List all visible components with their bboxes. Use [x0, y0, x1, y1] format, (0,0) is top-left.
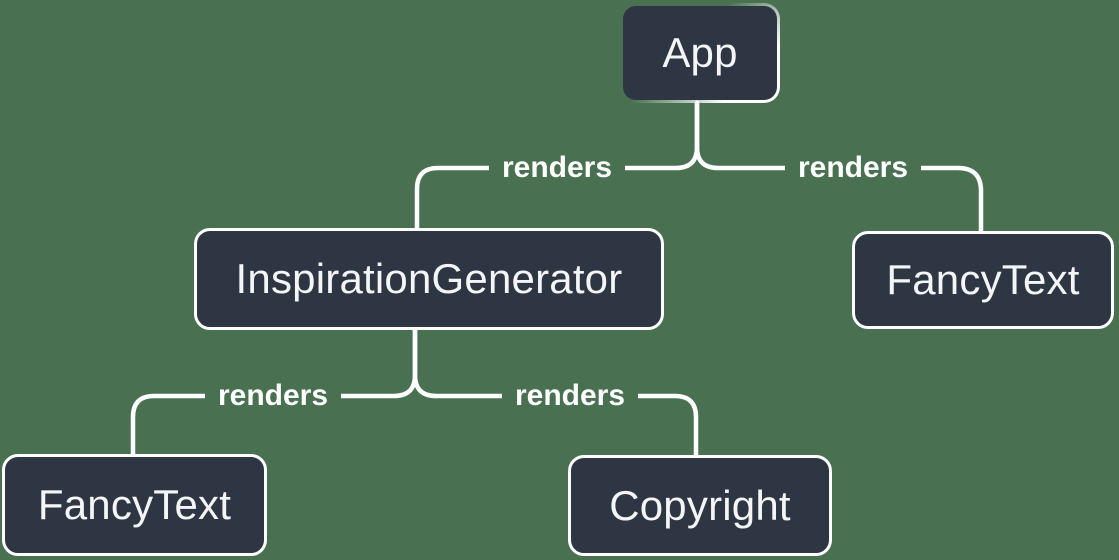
node-copyright-label: Copyright [609, 481, 791, 529]
edge-label-app-to-inspiration-generator: renders [488, 150, 626, 186]
node-fancy-text-top-label: FancyText [886, 256, 1080, 303]
node-copyright: Copyright [568, 455, 832, 556]
node-app-label: App [662, 29, 738, 76]
node-fancy-text-bottom: FancyText [2, 454, 267, 556]
edge-label-inspiration-generator-to-copyright: renders [501, 378, 639, 414]
node-fancy-text-top: FancyText [852, 231, 1114, 329]
node-app: App [620, 3, 780, 103]
node-inspiration-generator-label: InspirationGenerator [235, 255, 623, 302]
node-inspiration-generator: InspirationGenerator [194, 228, 664, 330]
edge-label-app-to-fancy-text: renders [784, 150, 922, 186]
edge-label-inspiration-generator-to-fancy-text: renders [204, 378, 342, 414]
node-fancy-text-bottom-label: FancyText [37, 481, 232, 528]
